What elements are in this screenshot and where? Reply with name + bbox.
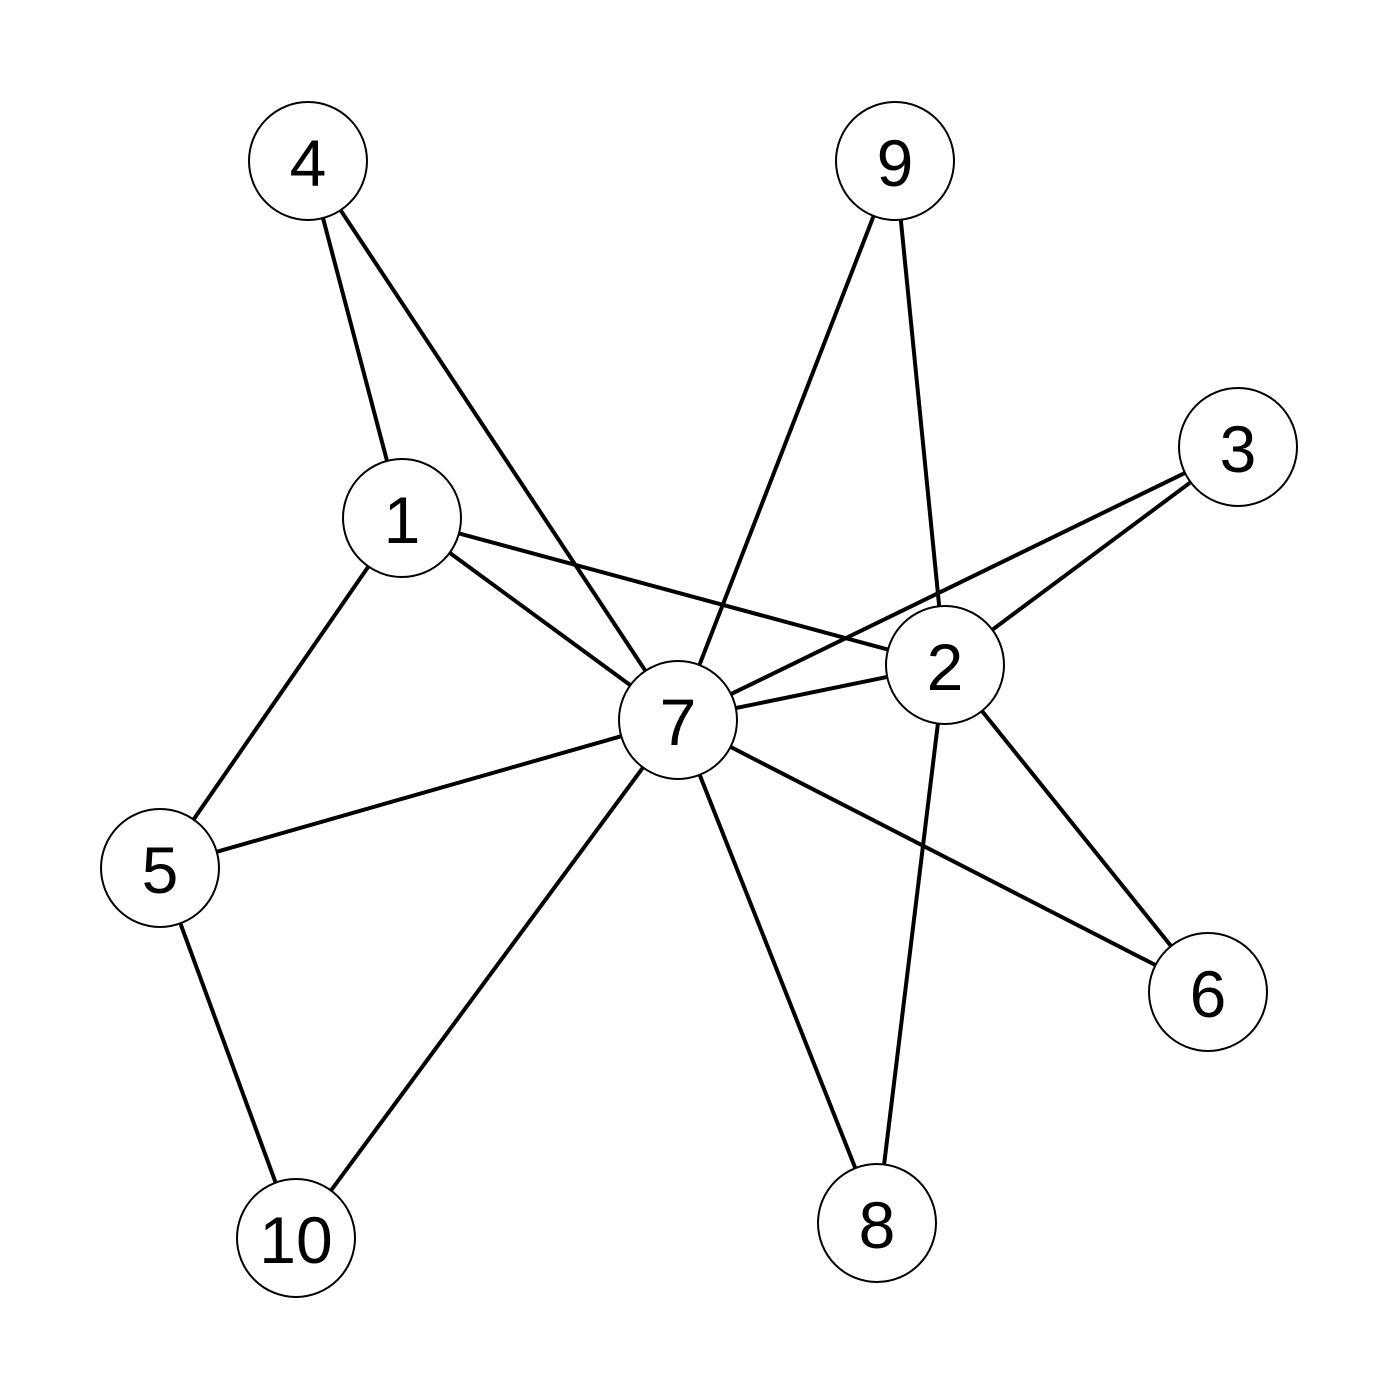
node-circle-7 [618, 660, 738, 780]
node-label-2: 2 [927, 630, 964, 704]
node-circle-10 [236, 1178, 356, 1298]
edge-4-7 [338, 209, 648, 672]
node-9: 9 [835, 101, 955, 221]
node-circle-5 [100, 808, 220, 928]
node-label-1: 1 [384, 483, 421, 557]
edge-5-7 [216, 734, 622, 854]
node-circle-8 [817, 1163, 937, 1283]
edge-4-1 [321, 217, 389, 462]
node-circle-2 [885, 605, 1005, 725]
node-8: 8 [817, 1163, 937, 1283]
node-2: 2 [885, 605, 1005, 725]
edge-1-7 [448, 551, 632, 687]
node-label-10: 10 [259, 1203, 332, 1277]
node-7: 7 [618, 660, 738, 780]
edge-1-2 [458, 531, 889, 652]
node-label-7: 7 [660, 685, 697, 759]
edge-2-6 [980, 709, 1173, 948]
node-label-8: 8 [859, 1188, 896, 1262]
edge-3-2 [991, 480, 1192, 632]
node-6: 6 [1148, 932, 1268, 1052]
node-10: 10 [236, 1178, 356, 1298]
node-circle-4 [248, 101, 368, 221]
node-circle-1 [342, 458, 462, 578]
node-3: 3 [1178, 387, 1298, 507]
node-4: 4 [248, 101, 368, 221]
graph-edges [178, 209, 1192, 1192]
edge-1-5 [191, 565, 371, 821]
node-circle-3 [1178, 387, 1298, 507]
node-1: 1 [342, 458, 462, 578]
node-label-5: 5 [142, 833, 179, 907]
edge-7-6 [729, 745, 1157, 967]
node-5: 5 [100, 808, 220, 928]
edge-3-7 [730, 471, 1186, 696]
edge-7-10 [329, 766, 645, 1192]
edge-7-2 [735, 674, 888, 711]
edge-9-7 [697, 215, 876, 666]
node-circle-9 [835, 101, 955, 221]
node-label-6: 6 [1190, 957, 1227, 1031]
node-label-4: 4 [290, 126, 327, 200]
edge-9-2 [898, 219, 942, 607]
edge-7-8 [697, 774, 858, 1169]
edge-5-10 [178, 922, 278, 1184]
node-label-9: 9 [877, 126, 914, 200]
graph-nodes: 1 2 3 4 5 6 7 8 9 10 [100, 101, 1298, 1298]
node-circle-6 [1148, 932, 1268, 1052]
edge-2-8 [882, 723, 940, 1165]
node-label-3: 3 [1220, 412, 1257, 486]
